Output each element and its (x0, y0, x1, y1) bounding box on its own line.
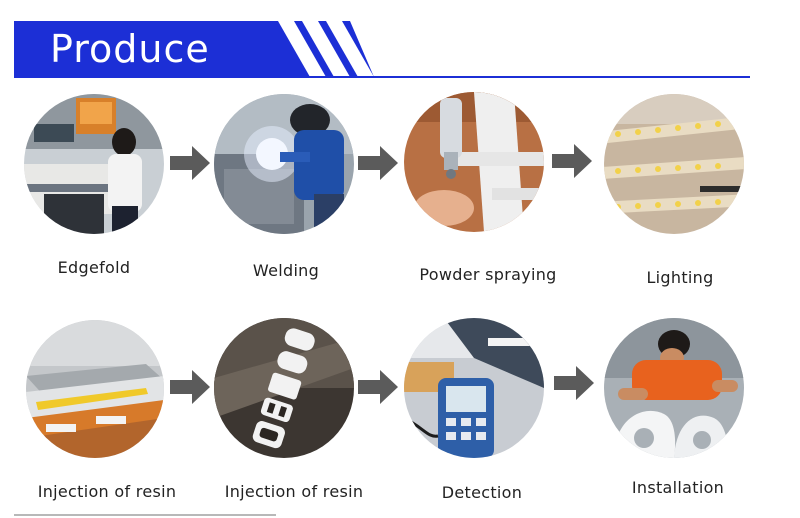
right-arrow-icon (358, 146, 398, 180)
step-photo-injection-of-resin-machine (26, 320, 164, 458)
section-title: Produce (50, 27, 210, 71)
step-photo-edgefold (24, 94, 164, 234)
header-stripes-decoration (268, 21, 378, 77)
laser-cutting-machine-photo (24, 94, 164, 234)
step-label-injection-of-resin-1: Injection of resin (37, 482, 177, 501)
step-photo-powder-spraying (404, 92, 544, 232)
step-label-welding: Welding (252, 261, 320, 280)
spray-gun-photo (404, 92, 544, 232)
step-label-powder-spraying: Powder spraying (419, 265, 557, 284)
step-photo-detection (404, 318, 544, 458)
step-label-lighting: Lighting (646, 268, 714, 287)
led-strip-photo (604, 94, 744, 234)
step-label-injection-of-resin-2: Injection of resin (224, 482, 364, 501)
right-arrow-icon (552, 144, 592, 178)
letter-sign-photo (214, 318, 354, 458)
step-label-detection: Detection (441, 483, 523, 502)
right-arrow-icon (170, 370, 210, 404)
step-label-edgefold: Edgefold (57, 258, 131, 277)
header-underline (14, 76, 750, 78)
step-label-installation: Installation (631, 478, 725, 497)
step-photo-welding (214, 94, 354, 234)
resin-machine-photo (26, 320, 164, 458)
step-photo-installation (604, 318, 744, 458)
worker-installing-letters-photo (604, 318, 744, 458)
right-arrow-icon (170, 146, 210, 180)
step-photo-injection-of-resin-letters (214, 318, 354, 458)
right-arrow-icon (358, 370, 398, 404)
welding-worker-photo (214, 94, 354, 234)
bottom-divider (14, 514, 276, 516)
step-photo-lighting (604, 94, 744, 234)
meter-testing-photo (404, 318, 544, 458)
right-arrow-icon (554, 366, 594, 400)
